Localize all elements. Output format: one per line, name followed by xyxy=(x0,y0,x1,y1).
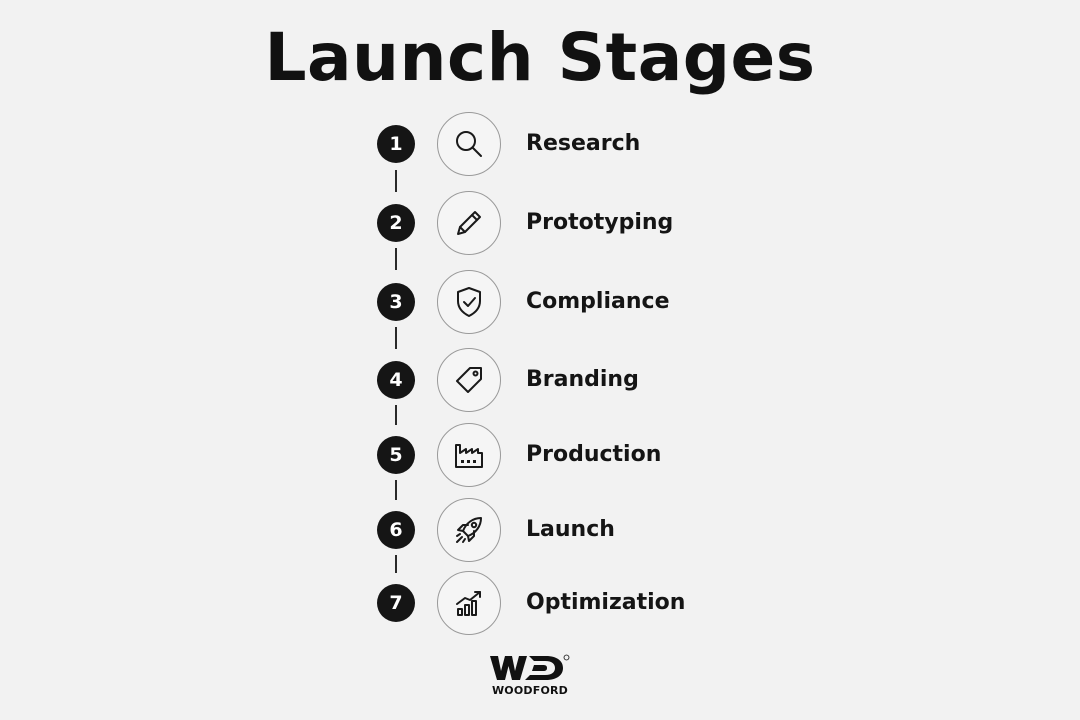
step-prototyping: 2 Prototyping xyxy=(0,191,1080,255)
step-label: Production xyxy=(526,442,662,467)
connector-line xyxy=(395,405,397,425)
step-research: 1 Research xyxy=(0,112,1080,176)
connector-line xyxy=(395,480,397,500)
step-production: 5 Production xyxy=(0,423,1080,487)
tag-icon xyxy=(437,348,501,412)
connector-line xyxy=(395,327,397,349)
connector-line xyxy=(395,555,397,573)
step-number: 6 xyxy=(377,511,415,549)
step-number: 1 xyxy=(377,125,415,163)
logo-wordmark: WOODFORD xyxy=(491,684,569,697)
pencil-icon xyxy=(437,191,501,255)
factory-icon xyxy=(437,423,501,487)
step-label: Optimization xyxy=(526,590,686,615)
step-label: Compliance xyxy=(526,289,670,314)
wd-monogram-logo xyxy=(490,654,570,680)
step-label: Prototyping xyxy=(526,210,674,235)
step-number: 4 xyxy=(377,361,415,399)
step-number: 3 xyxy=(377,283,415,321)
woodford-logo: WOODFORD xyxy=(480,654,580,698)
connector-line xyxy=(395,248,397,270)
step-launch: 6 Launch xyxy=(0,498,1080,562)
step-label: Launch xyxy=(526,517,615,542)
step-optimization: 7 Optimization xyxy=(0,571,1080,635)
step-number: 7 xyxy=(377,584,415,622)
step-branding: 4 Branding xyxy=(0,348,1080,412)
connector-line xyxy=(395,170,397,192)
step-compliance: 3 Compliance xyxy=(0,270,1080,334)
shield-check-icon xyxy=(437,270,501,334)
step-label: Branding xyxy=(526,367,639,392)
magnifier-icon xyxy=(437,112,501,176)
page-title: Launch Stages xyxy=(264,19,816,96)
rocket-icon xyxy=(437,498,501,562)
step-number: 5 xyxy=(377,436,415,474)
growth-chart-icon xyxy=(437,571,501,635)
step-number: 2 xyxy=(377,204,415,242)
step-label: Research xyxy=(526,131,641,156)
